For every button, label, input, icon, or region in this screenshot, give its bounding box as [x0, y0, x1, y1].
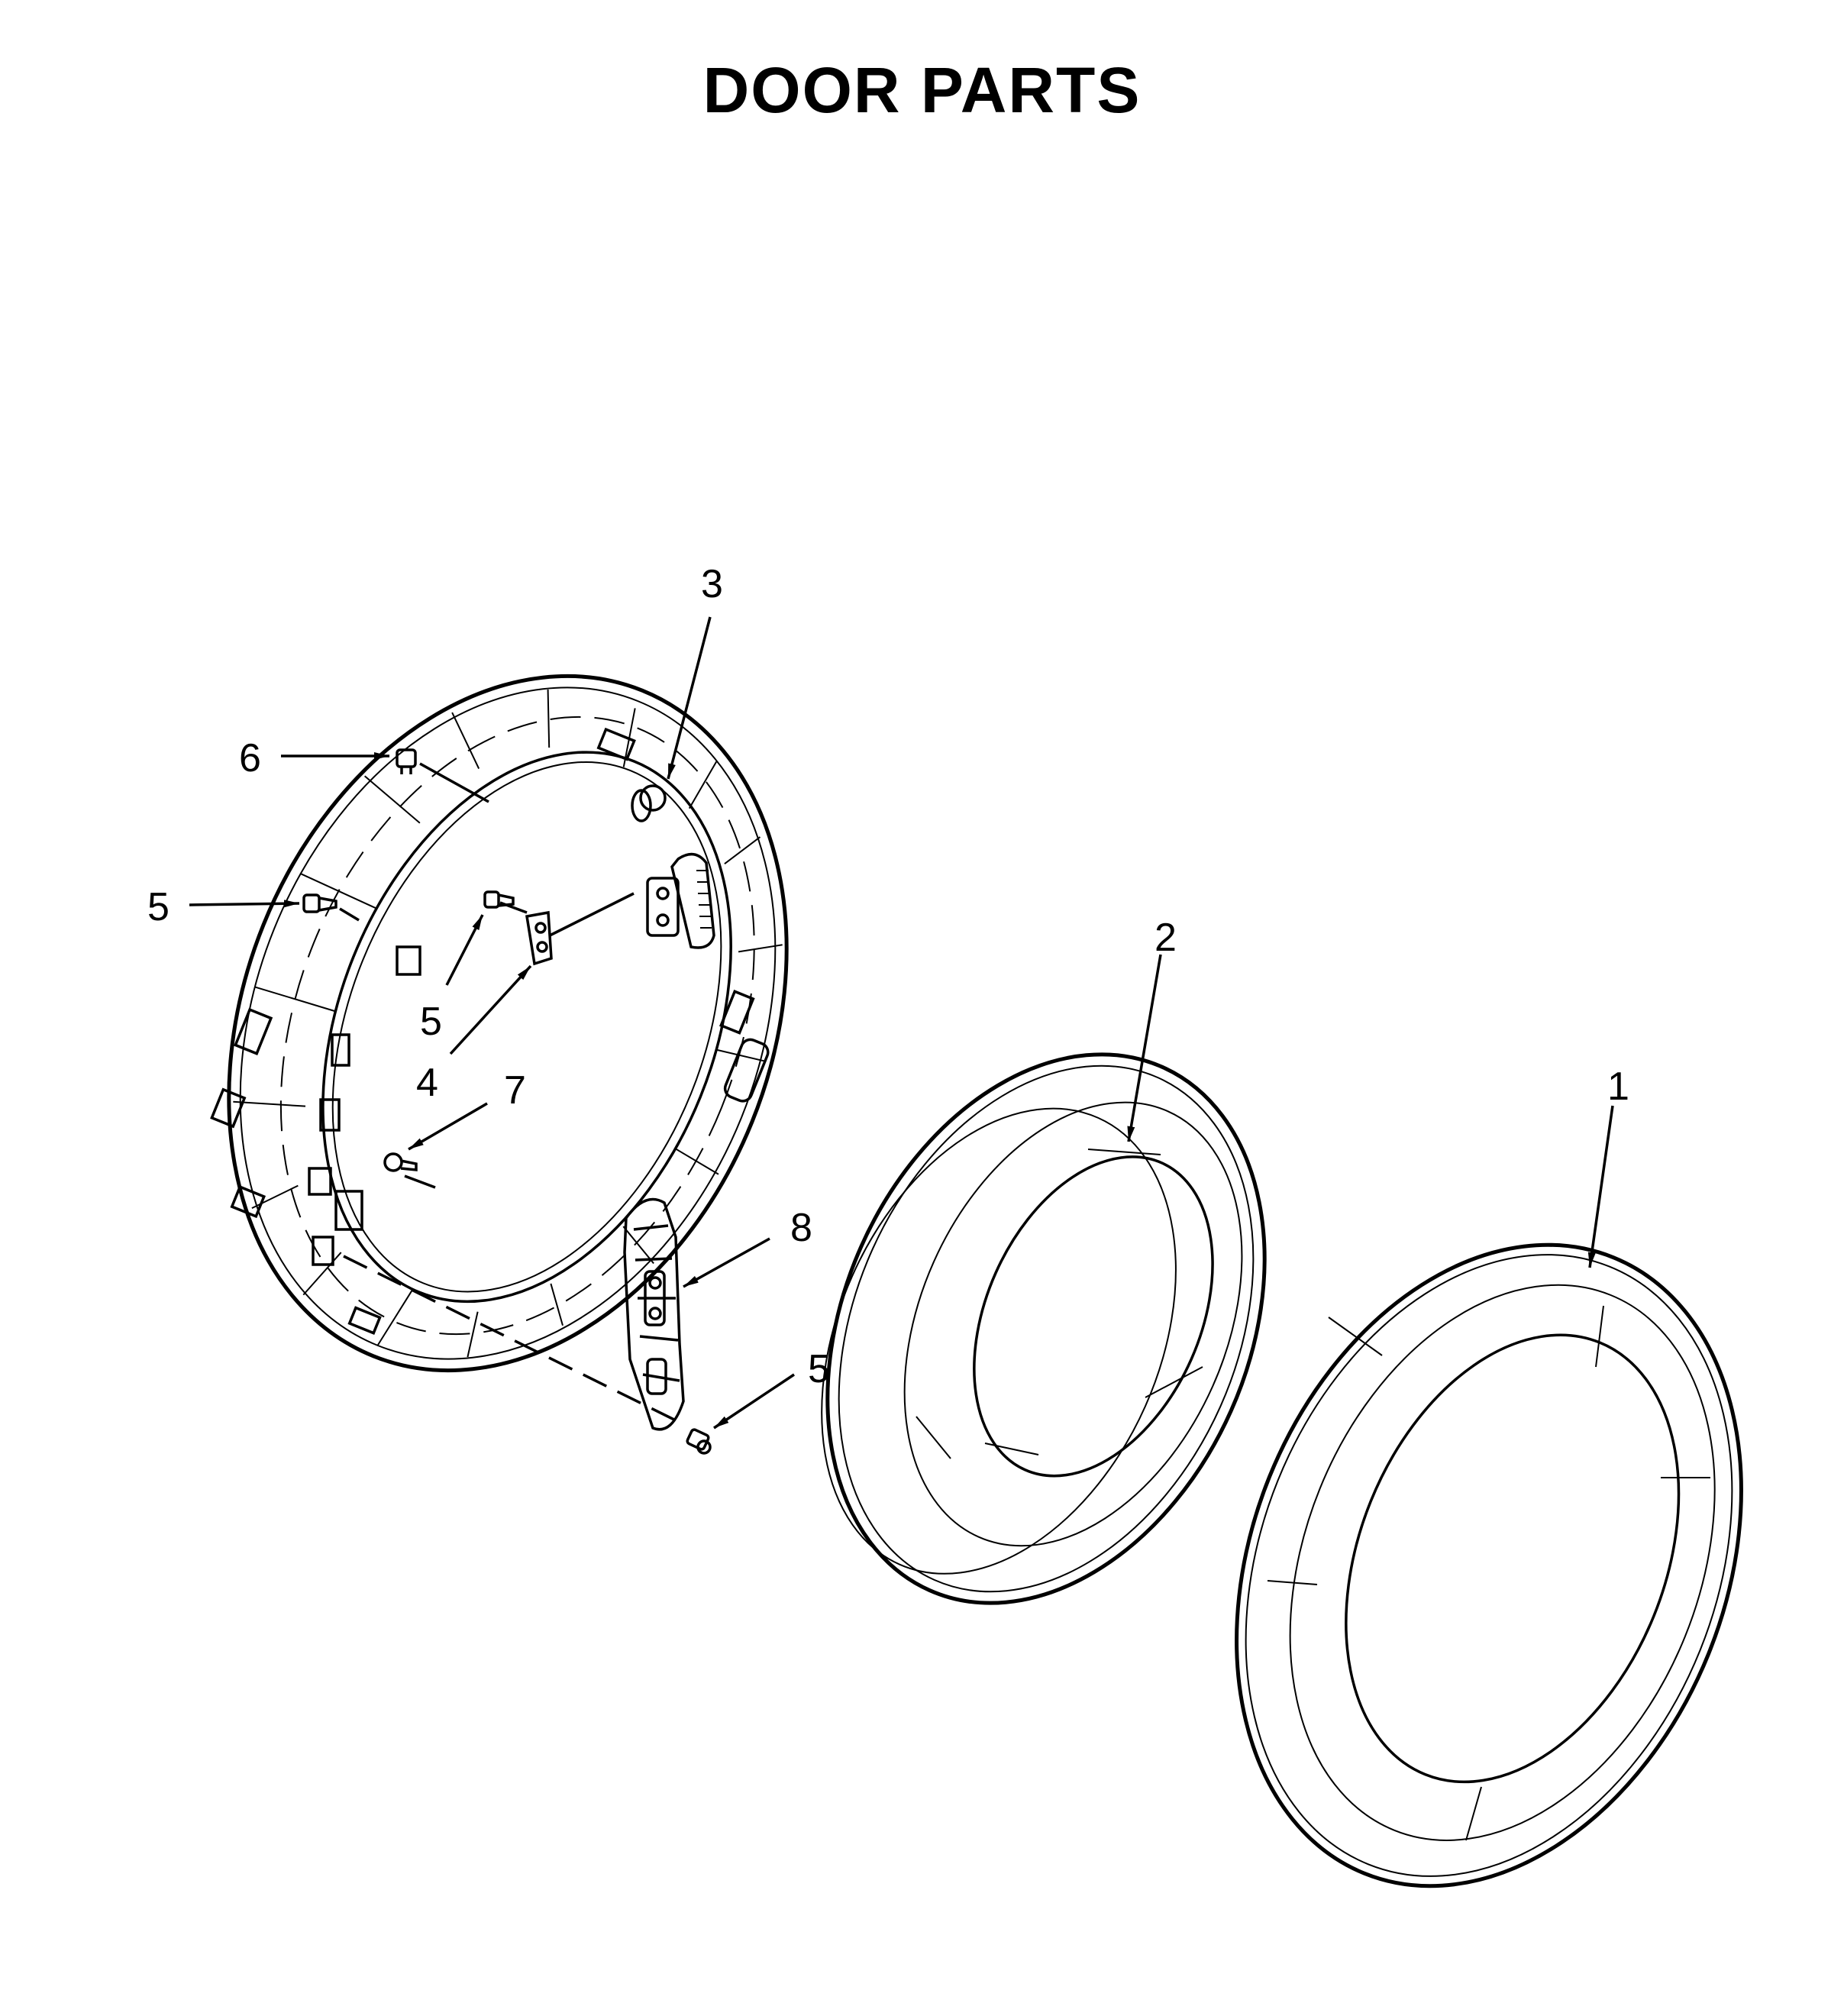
callout-6: 6: [239, 736, 261, 780]
callout-4: 4: [416, 1061, 438, 1105]
callout-5-left: 5: [147, 885, 170, 929]
screw-part-5-left: [302, 893, 337, 913]
callout-2: 2: [1155, 916, 1177, 960]
callout-5-inner: 5: [420, 1000, 442, 1044]
screw-part-6: [396, 748, 417, 774]
screw-part-7: [383, 1152, 418, 1172]
hinge-plate-part-4: [525, 910, 553, 966]
screw-part-5-bottom: [686, 1428, 712, 1455]
page-title: DOOR PARTS: [702, 54, 1142, 126]
callout-5-bottom: 5: [808, 1347, 830, 1391]
callout-3: 3: [701, 562, 723, 606]
callout-1: 1: [1607, 1065, 1629, 1109]
inner-door-frame-part-3: [210, 674, 789, 1373]
leader-lines: [189, 616, 1614, 1430]
outer-door-ring-part-1: [1235, 1242, 1743, 1888]
inner-glass-part-2: [821, 1052, 1267, 1605]
callout-8: 8: [790, 1206, 812, 1250]
callout-7: 7: [504, 1068, 526, 1113]
door-hinge-part-8: [623, 1197, 685, 1431]
